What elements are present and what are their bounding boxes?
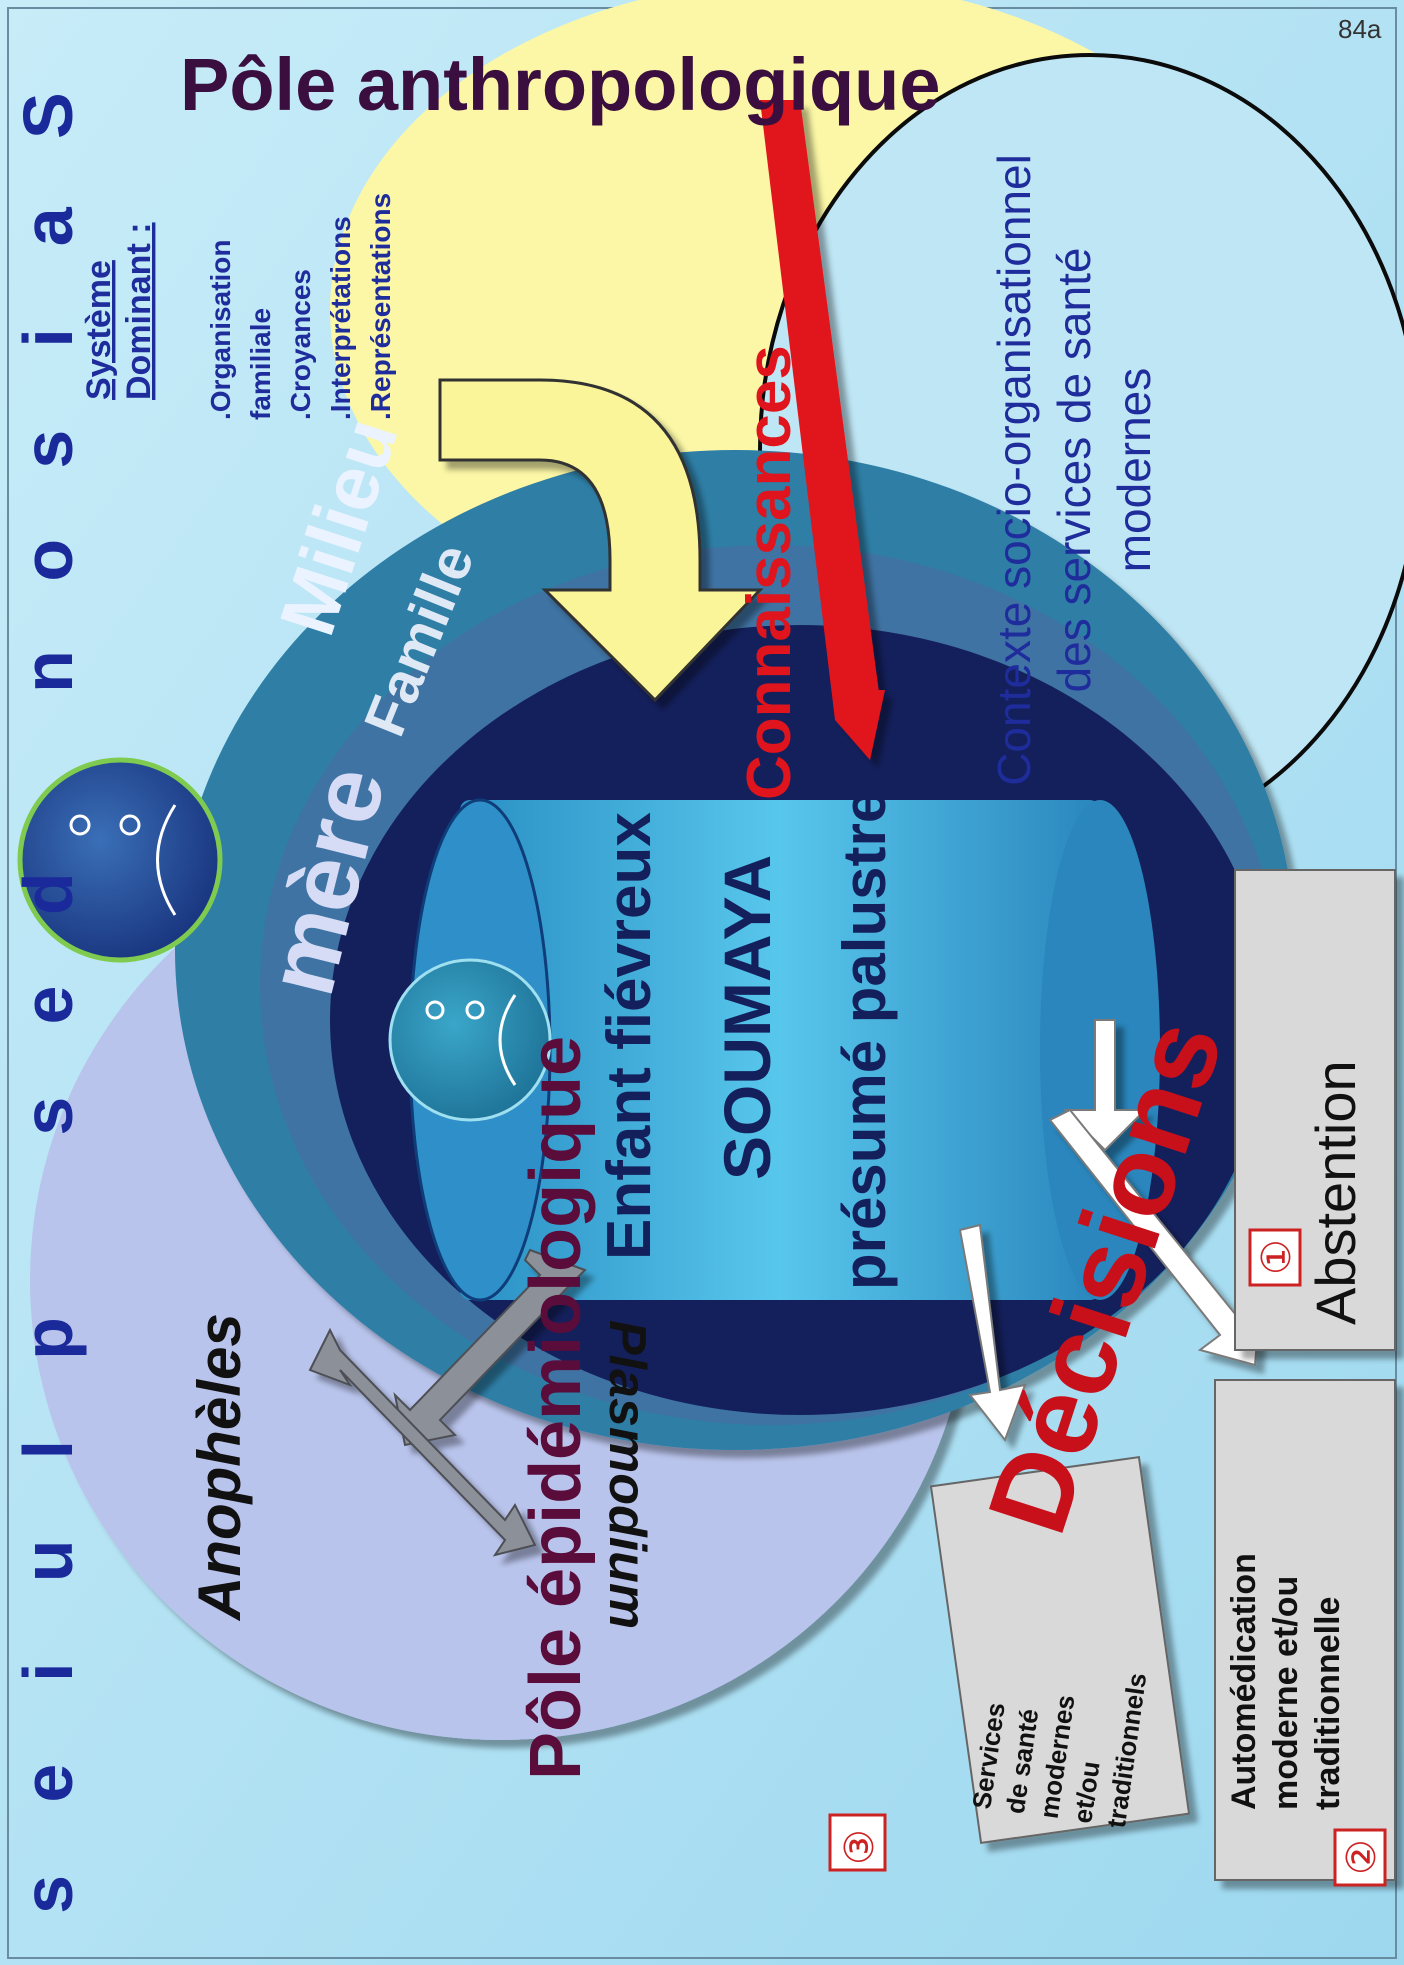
- plasmodium-label: Plasmodium: [598, 1320, 656, 1629]
- option-2-line-3: traditionnelle: [1309, 1597, 1347, 1810]
- anthropological-pole-title-group: Pôle anthropologique: [180, 43, 941, 126]
- banner-letter: n: [9, 650, 87, 693]
- context-line-3: modernes: [1108, 368, 1160, 573]
- banner-letter: d: [9, 872, 87, 915]
- option-2-line-2: moderne et/ou: [1267, 1576, 1305, 1810]
- option-3-number: ③: [838, 1829, 882, 1865]
- context-line-1: Contexte socio-organisationnel: [988, 154, 1040, 786]
- epidemiological-pole-title-group: Pôle épidémiologique: [516, 1036, 596, 1780]
- child-line-2: SOUMAYA: [710, 855, 784, 1180]
- banner-letter: u: [9, 1540, 87, 1583]
- dominant-item-3: .Croyances: [285, 269, 316, 420]
- dominant-system-title-1: Système: [80, 260, 118, 400]
- option-1-label: Abstention: [1304, 1060, 1367, 1325]
- dominant-system-title-2: Dominant :: [120, 222, 158, 400]
- context-line-2: des services de santé: [1048, 248, 1100, 693]
- banner-letter: o: [9, 539, 87, 582]
- option-2-line-1: Automédication: [1225, 1553, 1263, 1810]
- option-1-number: ①: [1255, 1239, 1299, 1275]
- banner-letter: i: [9, 1662, 87, 1681]
- banner-letter: S: [9, 92, 87, 139]
- banner-letter: e: [9, 1764, 87, 1803]
- banner-letter: i: [9, 328, 87, 347]
- option-2-number: ②: [1340, 1839, 1384, 1875]
- banner-letter: s: [9, 1875, 87, 1914]
- dominant-item-1: .Organisation: [205, 240, 236, 420]
- banner-letter: e: [9, 986, 87, 1025]
- dominant-item-4: .Interprétations: [325, 216, 356, 420]
- banner-letter: p: [9, 1317, 87, 1360]
- banner-letter: a: [9, 206, 87, 246]
- banner-letter: s: [9, 430, 87, 469]
- knowledge-label: Connaissances: [735, 345, 804, 800]
- page-number: 84a: [1338, 14, 1382, 44]
- child-line-1: Enfant fiévreux: [595, 812, 664, 1260]
- child-line-3: présumé palustre: [831, 790, 898, 1290]
- epidemiological-pole-title: Pôle épidémiologique: [516, 1036, 596, 1780]
- mother-face-icon: [20, 760, 220, 960]
- dominant-item-5: .Représentations: [365, 193, 396, 420]
- banner-letter: s: [9, 1097, 87, 1136]
- anthropological-pole-title: Pôle anthropologique: [180, 43, 941, 126]
- dominant-item-2: familiale: [245, 308, 276, 420]
- anopheles-label: Anophèles: [186, 1313, 253, 1622]
- banner-letter: l: [9, 1440, 87, 1459]
